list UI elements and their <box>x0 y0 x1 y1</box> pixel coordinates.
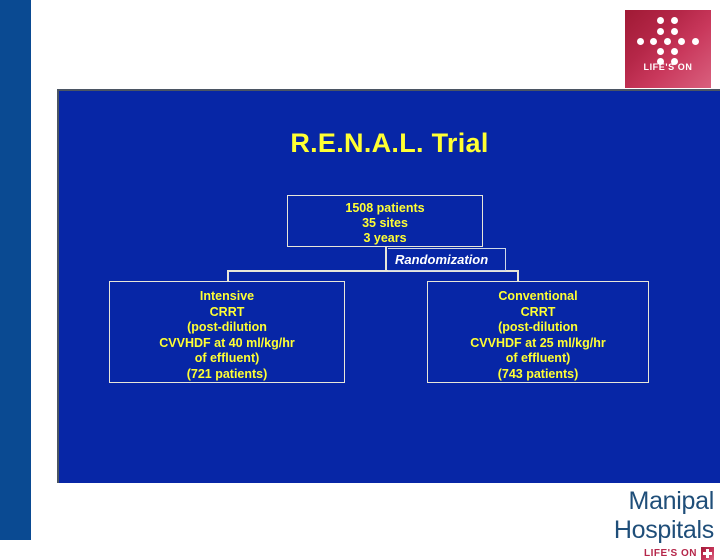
conventional-line-1: Conventional <box>498 289 578 303</box>
slide-panel: R.E.N.A.L. Trial 1508 patients 35 sites … <box>57 89 720 483</box>
conventional-line-5: of effluent) <box>505 351 571 365</box>
intensive-line-4: CVVHDF at 40 ml/kg/hr <box>159 335 295 350</box>
randomization-label: Randomization <box>388 248 506 271</box>
cross-dots-icon <box>637 17 699 65</box>
intensive-line-1: Intensive <box>199 289 255 303</box>
conventional-line-4: CVVHDF at 25 ml/kg/hr <box>470 335 606 350</box>
intensive-line-2: CRRT <box>209 304 245 319</box>
intensive-line-3: (post-dilution <box>187 320 267 334</box>
brand-name: Manipal Hospitals <box>613 487 714 544</box>
intensive-line-5: of effluent) <box>194 351 260 365</box>
cross-mark-icon <box>701 547 714 560</box>
conventional-line-6: (743 patients) <box>497 366 579 381</box>
intensive-line-6: (721 patients) <box>186 366 268 381</box>
connector-vertical-top <box>385 247 387 271</box>
enrollment-line-1: 1508 patients <box>345 201 425 215</box>
brand-tagline: LIFE'S ON <box>644 548 697 559</box>
lifes-on-logo: LIFE'S ON <box>625 10 711 88</box>
enrollment-box: 1508 patients 35 sites 3 years <box>287 195 483 247</box>
conventional-arm-box: Conventional CRRT (post-dilution CVVHDF … <box>427 281 649 383</box>
manipal-hospitals-branding: Manipal Hospitals LIFE'S ON <box>524 487 714 560</box>
left-brand-strip <box>0 0 31 540</box>
enrollment-line-3: 3 years <box>363 231 407 245</box>
logo-tagline: LIFE'S ON <box>643 62 693 72</box>
conventional-line-2: CRRT <box>520 304 556 319</box>
brand-subline: LIFE'S ON <box>524 547 714 560</box>
conventional-line-3: (post-dilution <box>498 320 578 334</box>
connector-horizontal-branch <box>227 270 519 272</box>
connector-vertical-left <box>227 270 229 282</box>
enrollment-line-2: 35 sites <box>362 216 408 230</box>
slide-title: R.E.N.A.L. Trial <box>290 128 489 158</box>
trial-flow-diagram: 1508 patients 35 sites 3 years Randomiza… <box>59 91 720 485</box>
intensive-arm-box: Intensive CRRT (post-dilution CVVHDF at … <box>109 281 345 383</box>
connector-vertical-right <box>517 270 519 282</box>
